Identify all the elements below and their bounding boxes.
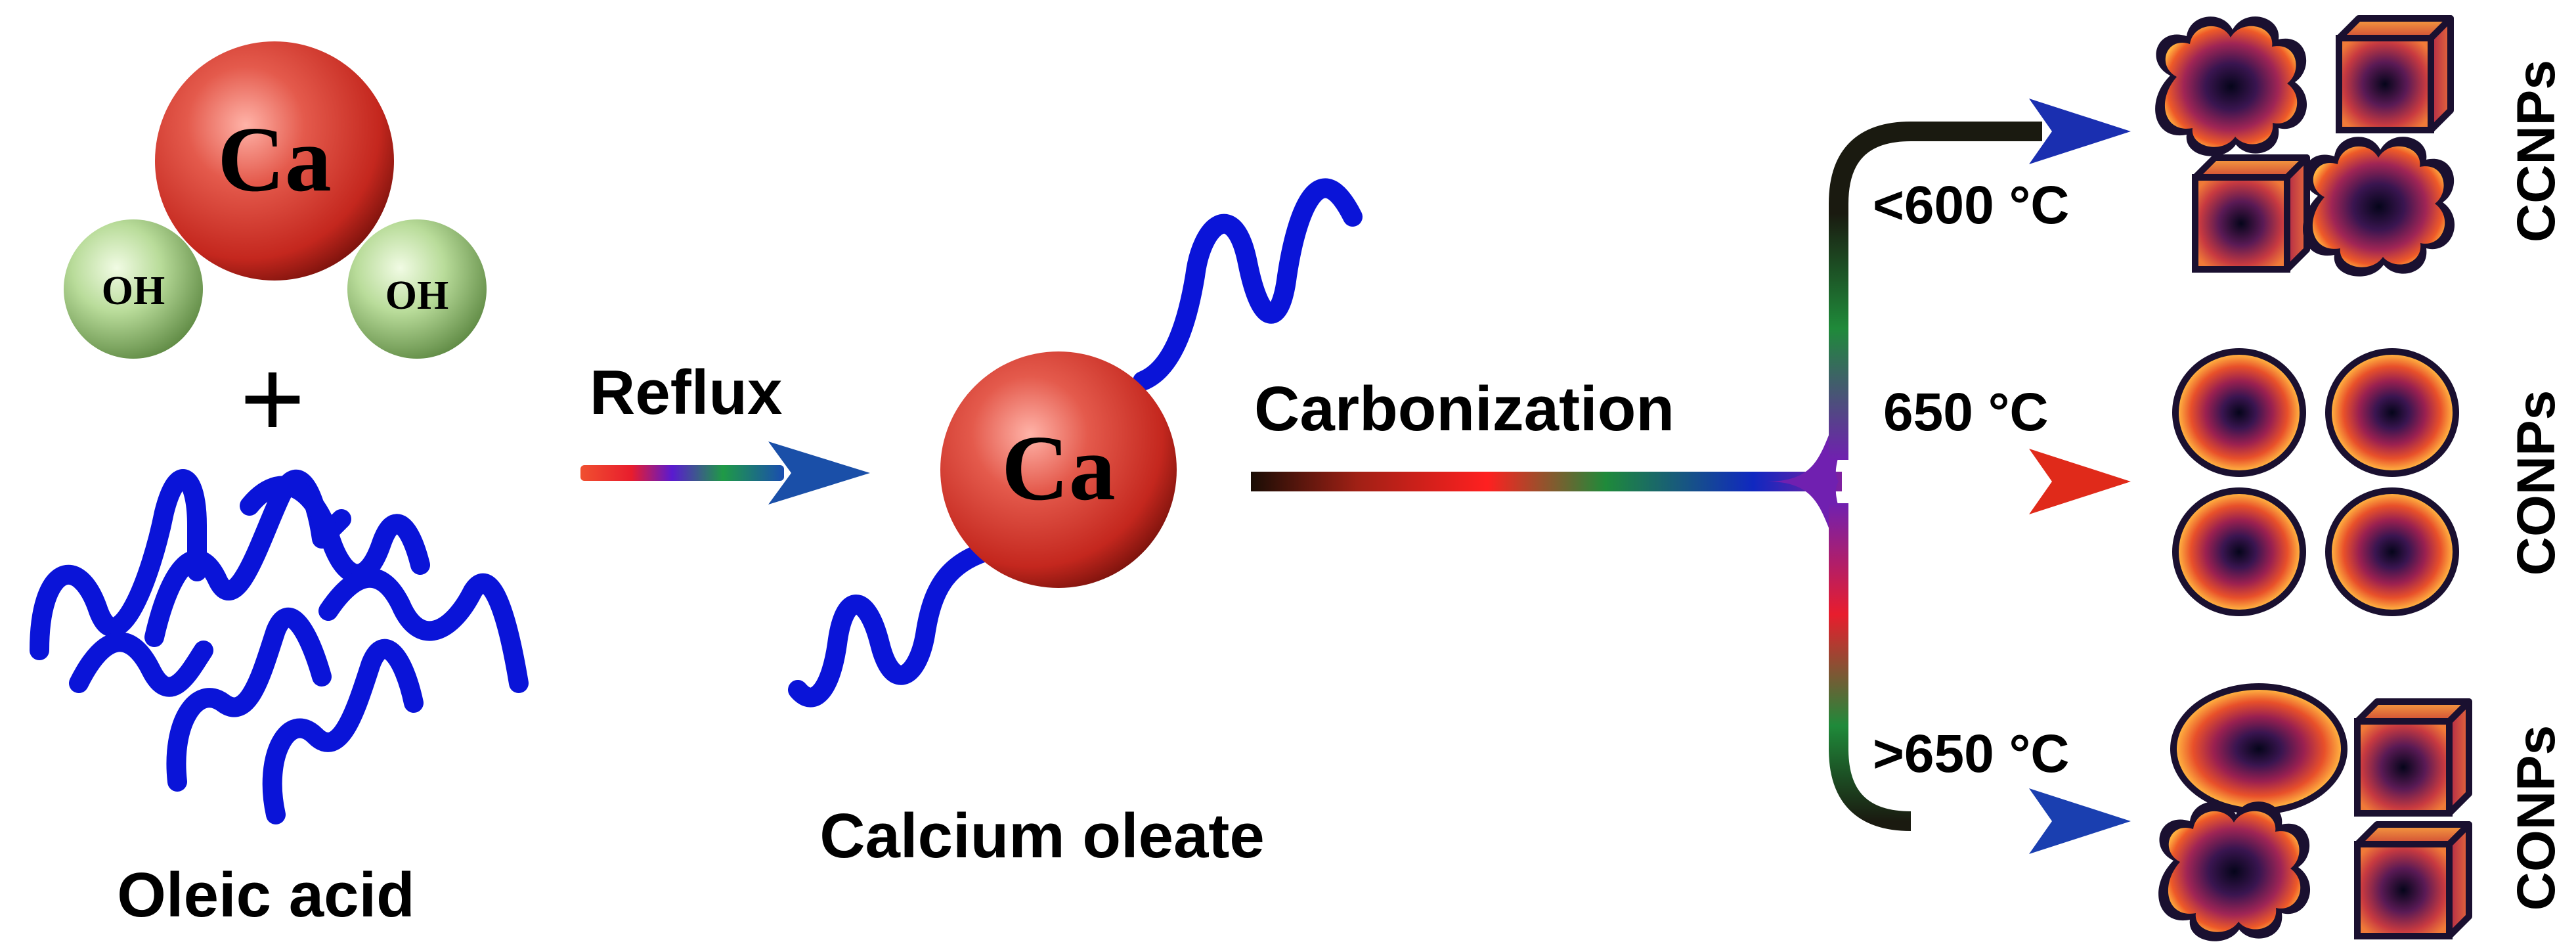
oleate-ca-symbol: Ca xyxy=(1001,416,1116,520)
branch-junction xyxy=(1766,427,1845,536)
sphere-particle xyxy=(2172,487,2306,616)
oleic-chain-7 xyxy=(69,632,213,697)
carbonization-arrow xyxy=(1251,99,2131,854)
oleate-ca-atom xyxy=(940,351,1177,588)
oleic-acid-label: Oleic acid xyxy=(117,860,415,930)
product-group-conps-mixed xyxy=(2158,683,2469,941)
cube-particle xyxy=(2339,18,2451,130)
reflux-arrow xyxy=(580,441,870,505)
cloud-particle xyxy=(2155,16,2307,156)
oh-label-right: OH xyxy=(385,273,448,318)
ellipsoid-particle xyxy=(2177,690,2341,808)
oleate-chain-upper xyxy=(1133,178,1363,391)
oh-atom-left xyxy=(64,219,203,359)
product-label-ccnps: CCNPs xyxy=(2506,60,2566,242)
oh-atom-right xyxy=(347,219,487,359)
product-group-ccnps xyxy=(2155,16,2455,277)
oleic-chain-5 xyxy=(166,608,332,792)
sphere-particle xyxy=(2325,487,2459,616)
calcium-hydroxide-molecule: Ca OH OH xyxy=(64,41,487,359)
cube-particle xyxy=(2195,158,2307,269)
product-label-conps-high: CONPs xyxy=(2506,725,2566,911)
oleic-chain-4 xyxy=(318,568,529,693)
arrowhead-up xyxy=(2029,99,2131,164)
cloud-particle xyxy=(2158,801,2311,941)
oleate-chain-lower xyxy=(788,542,995,708)
product-label-conps-mid: CONPs xyxy=(2506,390,2566,576)
condition-label-low: <600 °C xyxy=(1873,175,2070,235)
oleic-chain-1 xyxy=(30,469,207,660)
cube-particle xyxy=(2357,824,2469,936)
reflux-label: Reflux xyxy=(590,357,782,428)
calcium-oleate-label: Calcium oleate xyxy=(819,801,1265,871)
oh-label-left: OH xyxy=(102,269,165,313)
ca-atom xyxy=(155,41,394,281)
cube-particle xyxy=(2357,702,2469,813)
main-shaft xyxy=(1251,472,1842,491)
arrowhead-mid xyxy=(2029,449,2131,514)
sphere-particle xyxy=(2325,348,2459,477)
product-group-conps-spheres xyxy=(2172,348,2459,616)
carbonization-label: Carbonization xyxy=(1254,374,1674,444)
plus-sign: + xyxy=(240,336,305,461)
condition-label-high: >650 °C xyxy=(1873,724,2070,784)
oleic-chain-3 xyxy=(240,476,430,584)
oleic-chain-6 xyxy=(262,639,424,824)
arrowhead-down xyxy=(2029,788,2131,854)
calcium-oleate-molecule: Ca xyxy=(788,178,1363,708)
condition-label-mid: 650 °C xyxy=(1883,382,2049,442)
ca-symbol: Ca xyxy=(217,107,332,211)
sphere-particle xyxy=(2172,348,2306,477)
oleic-acid-chains xyxy=(30,469,529,824)
reflux-arrowhead xyxy=(768,441,870,505)
cloud-particle xyxy=(2303,137,2455,277)
